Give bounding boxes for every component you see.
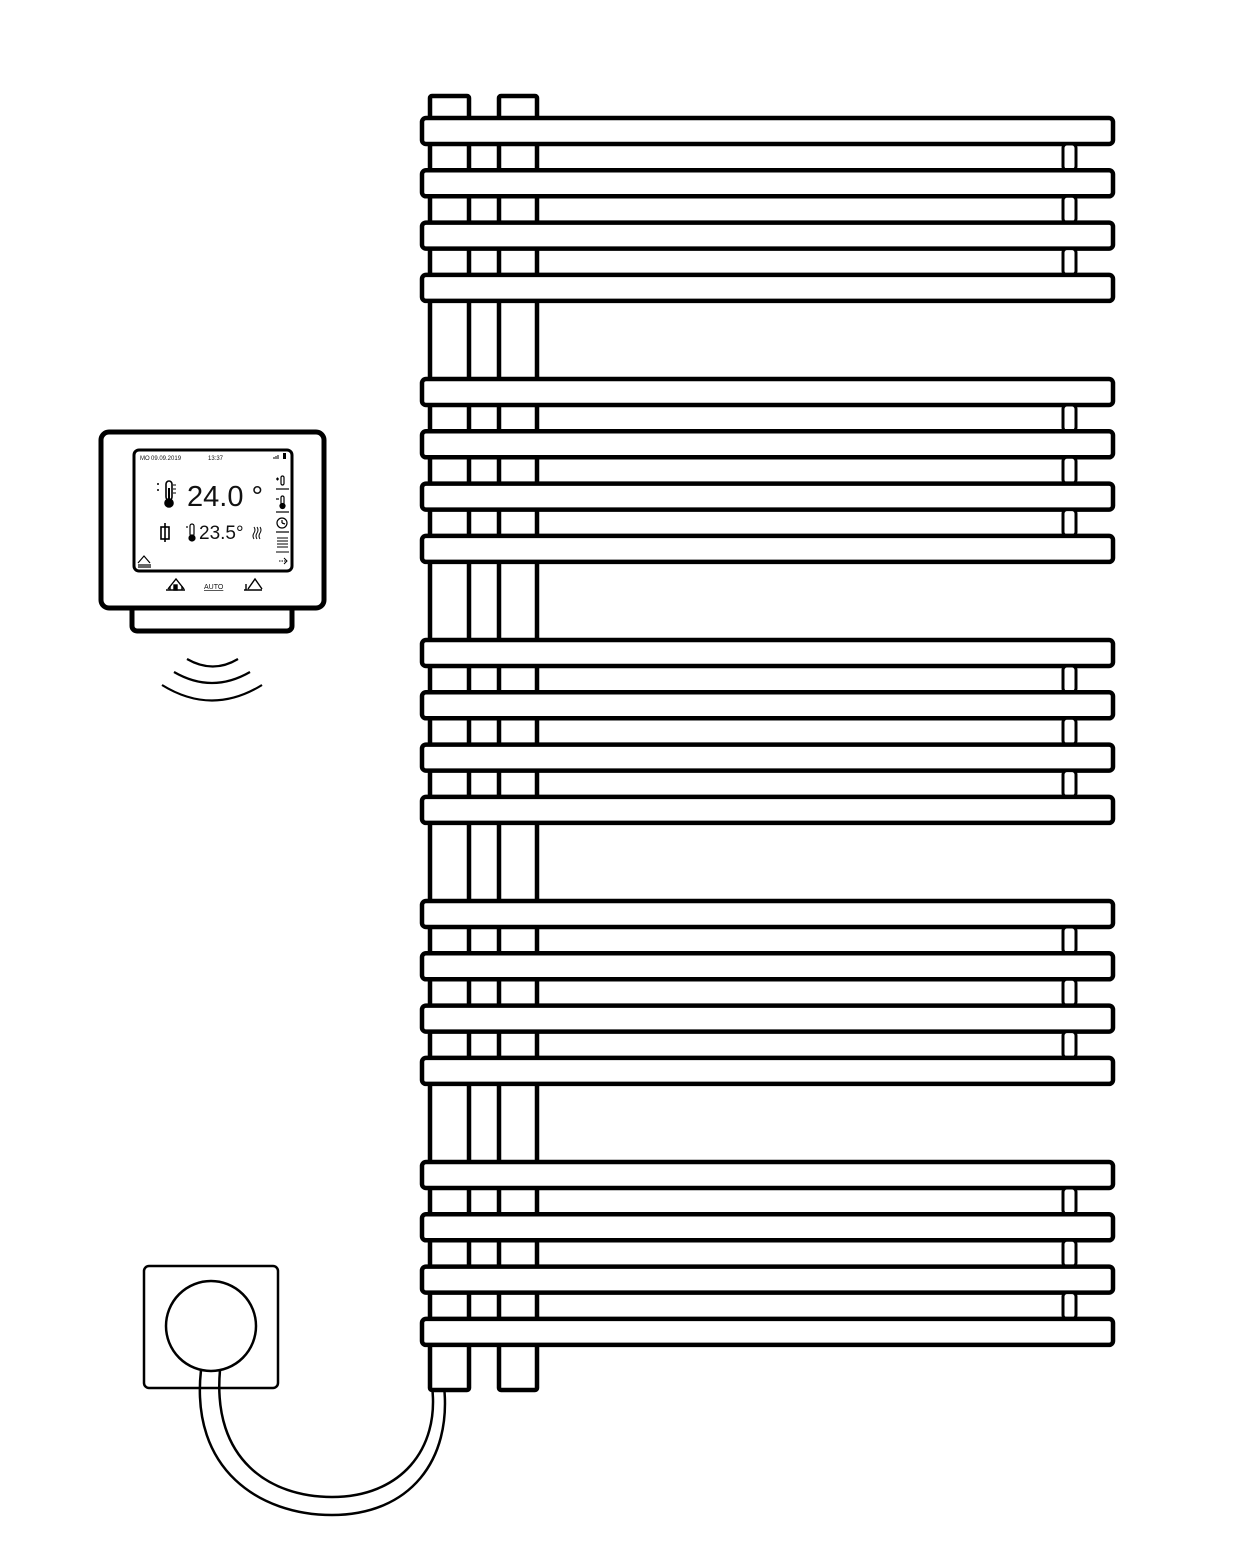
radiator-rail [419, 168, 1116, 199]
radiator-rail [419, 1159, 1116, 1191]
radiator-rail [419, 533, 1116, 565]
rail-connector [1061, 1291, 1078, 1321]
radiator-rail [419, 1316, 1116, 1348]
thermostat-screen [132, 448, 294, 573]
rail-connector [1061, 508, 1078, 538]
temp-up-icon[interactable] [276, 475, 289, 490]
status-date: 09.09.2019 [151, 456, 182, 462]
timer-icon[interactable] [276, 517, 289, 533]
rail-connector [1061, 1030, 1078, 1060]
wireless-signal-icon [161, 658, 263, 702]
rail-connector [1061, 403, 1078, 433]
rail-connector [1061, 1238, 1078, 1269]
rail-connector [1061, 664, 1078, 694]
radiator-rail [419, 951, 1116, 982]
radiator-rail [419, 272, 1116, 304]
radiator-rail [419, 637, 1116, 669]
radiator-rail [419, 742, 1116, 773]
home-icon[interactable] [166, 577, 185, 591]
rail-connector [1061, 247, 1078, 277]
radiator-rail [419, 690, 1116, 721]
radiator-rail [419, 898, 1116, 930]
rail-connector [1061, 769, 1078, 799]
radiator-rail [419, 1003, 1116, 1034]
room-temperature: 23.5° [199, 523, 244, 544]
radiator-rail [419, 376, 1116, 408]
thermostat: MO 09.09.2019 13:37 24.0 ° [98, 429, 327, 702]
radiator-rail [419, 220, 1116, 251]
rail-connector [1061, 716, 1078, 747]
temp-down-icon[interactable] [276, 495, 289, 513]
status-time: 13:37 [208, 456, 224, 462]
power-cable [198, 1369, 447, 1517]
radiator-rail [419, 481, 1116, 512]
rail-connector [1061, 455, 1078, 486]
rail-connector [1061, 142, 1078, 172]
battery-icon [283, 453, 286, 459]
rail-connector [1061, 977, 1078, 1008]
towel-radiator [419, 93, 1116, 1393]
signal-icon [273, 455, 279, 459]
thermometer-icon [157, 480, 176, 508]
radiator-rail [419, 794, 1116, 826]
set-temperature: 24.0 ° [187, 481, 263, 513]
rail-connector [1061, 1186, 1078, 1216]
radiator-rail [419, 429, 1116, 460]
heating-waves-icon [252, 526, 262, 540]
rail-connector [1061, 925, 1078, 955]
rail-connector [1061, 194, 1078, 225]
radiator-rail [419, 1212, 1116, 1243]
radiator-rail [419, 115, 1116, 147]
menu-icon[interactable] [276, 537, 289, 553]
window-open-icon [160, 523, 170, 542]
radiator-rail [419, 1264, 1116, 1295]
next-arrow-icon[interactable] [279, 557, 288, 565]
mode-label[interactable]: AUTO [204, 584, 224, 591]
room-thermometer-icon [186, 523, 196, 542]
eco-home-icon[interactable] [137, 555, 151, 568]
socket-plug [164, 1279, 258, 1373]
radiator-rail [419, 1055, 1116, 1087]
away-home-icon[interactable] [244, 577, 263, 591]
status-day: MO [140, 456, 150, 462]
wall-socket [142, 1264, 280, 1390]
